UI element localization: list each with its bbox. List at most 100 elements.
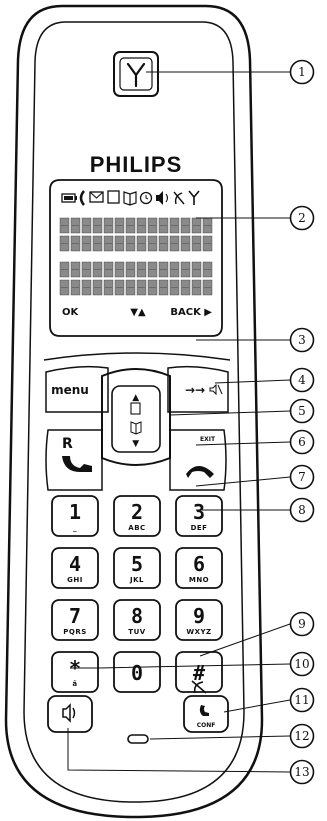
menu-softkey[interactable] [45,365,109,413]
envelope-icon [89,191,104,203]
nav-phonebook-icon [130,402,141,415]
handset-outer-body [4,4,264,819]
keypad-key-digit: 5 [131,552,143,576]
callout-circle-11 [289,687,315,713]
callout-circle-2 [289,205,315,231]
lcd-softkey-right: BACK ▶ [170,307,212,318]
keypad-key-digit: 3 [193,500,205,524]
keypad-key-1[interactable] [51,495,99,537]
hash-key-ringer-icon [191,680,207,694]
callout-circle-1 [289,59,315,85]
handset-icon [79,190,85,206]
redial-softkey[interactable] [167,365,229,413]
lcd-status-icons [61,190,200,206]
callout-number: 4 [298,373,306,387]
antenna-icon [188,190,200,205]
speaker-icon [156,191,163,205]
keypad-key-digit: 1 [69,500,81,524]
callout-circle-7 [289,464,315,490]
keypad-key-digit: 4 [69,552,81,576]
keypad-key-letters: DEF [191,524,208,532]
callout-number: 5 [298,404,306,418]
keypad-key-3[interactable] [175,495,223,537]
callout-number: 13 [294,765,309,779]
handset-inner-rim [23,21,245,803]
redial-arrows: →→ [185,383,205,397]
phonebook-icon [107,190,120,204]
callout-number: 7 [298,470,306,484]
talk-icon [62,456,92,472]
callout-circle-12 [289,723,315,749]
keypad-key-digit: 2 [131,500,143,524]
keypad-key-letters: ABC [128,524,145,532]
lcd-softkey-mid: ▼▲ [130,307,146,318]
conference-icon [199,705,209,716]
nav-up-arrow: ▲ [132,393,139,403]
callout-circle-8 [289,497,315,523]
alarm-icon [139,191,153,205]
keypad-key-letters: â [72,680,77,688]
keypad-key-digit: 6 [193,552,205,576]
keypad-key-2[interactable] [113,495,161,537]
r-label: R [62,436,73,452]
callout-circle-5 [289,398,315,424]
callout-number: 2 [298,211,306,225]
keypad-key-11[interactable] [113,651,161,693]
nav-key[interactable] [111,385,161,453]
nav-book-icon [130,421,142,435]
callout-circle-13 [289,759,315,785]
callout-number: 3 [298,333,306,347]
callout-number: 10 [294,657,309,671]
end-key[interactable] [169,429,227,491]
book-icon [123,191,137,206]
lcd-softkey-left: OK [62,307,80,318]
panel-divider [43,352,231,361]
keypad-key-digit: 8 [131,604,143,628]
antenna-y-icon [126,62,146,88]
conf-label: CONF [197,722,216,729]
keypad-key-9[interactable] [175,599,223,641]
end-icon [186,466,214,478]
keypad-key-letters: JKL [129,576,144,584]
keypad-key-12[interactable] [175,651,223,693]
keypad-key-letters: GHI [67,576,83,584]
microphone-slot [127,734,149,744]
display-frame [49,179,223,337]
mute-icon [209,383,223,396]
brand-logo: PHILIPS [90,152,183,177]
callout-circle-6 [289,429,315,455]
callout-number: 12 [294,729,309,743]
callout-circle-9 [289,611,315,637]
keypad-key-digit: 9 [193,604,205,628]
callout-circle-4 [289,367,315,393]
keypad-key-4[interactable] [51,547,99,589]
keypad-key-digit: 7 [69,604,81,628]
keypad-key-7[interactable] [51,599,99,641]
talk-key[interactable] [45,429,103,491]
callout-number: 1 [298,65,306,79]
callout-circle-10 [289,651,315,677]
keypad-key-digit: # [193,661,205,685]
callout-number: 11 [294,693,309,707]
callout-circle-3 [289,327,315,353]
callout-number: 8 [298,503,306,517]
ringer-off-icon [173,191,185,205]
keypad-key-letters: TUV [128,628,145,636]
earpiece-button-inner [119,57,153,91]
exit-label: EXIT [200,436,216,443]
lcd-dot-matrix [59,217,213,296]
keypad-key-5[interactable] [113,547,161,589]
keypad-key-8[interactable] [113,599,161,641]
callout-leaders [67,71,291,773]
keypad-key-digit: 0 [131,661,143,685]
nav-down-arrow: ▼ [132,439,139,449]
keypad-key-6[interactable] [175,547,223,589]
keypad-key-letters: MNO [189,576,209,584]
menu-label: menu [51,383,89,397]
callout-number: 6 [298,435,306,449]
keypad-key-10[interactable] [51,651,99,693]
speaker-key-icon [62,703,76,723]
keypad-key-letters: PQRS [63,628,87,636]
